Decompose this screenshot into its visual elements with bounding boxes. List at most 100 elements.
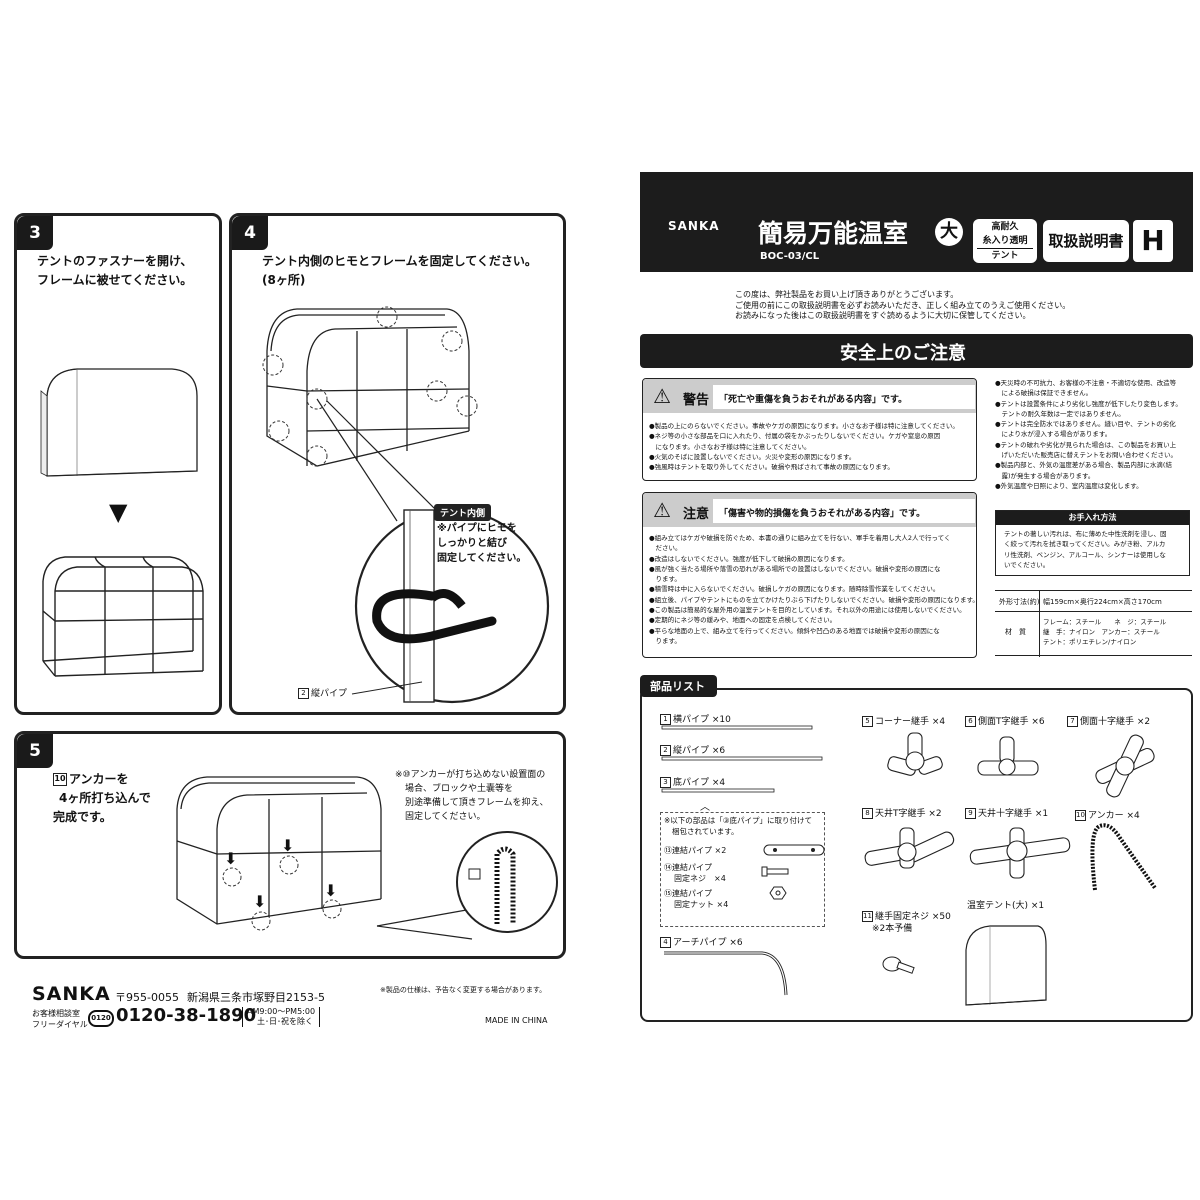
sub-part-15: ⑮連結パイプ 固定ナット ×4 (664, 889, 729, 909)
header-brand: SANKA (668, 219, 720, 233)
spec-change-note: ※製品の仕様は、予告なく変更する場合があります。 (380, 986, 547, 994)
list-item: リ性洗剤、ベンジン、アルコール、シンナーは使用しな (1004, 550, 1166, 559)
svg-text:⬇: ⬇ (224, 849, 237, 868)
pipe-drawings (661, 725, 823, 793)
warning-box: ⚠ 警告 「死亡や重傷を負うおそれがある内容」です。 ●製品の上にのらないでくだ… (642, 378, 977, 481)
list-item: ●製品の上にのらないでください。事故やケガの原因になります。小さなお子様は特に注… (649, 422, 959, 430)
caution-label: 注意 (683, 507, 710, 522)
list-item: テントの著しい汚れは、布に薄めた中性洗剤を浸し、固 (1004, 530, 1167, 538)
model-number: BOC-03/CL (760, 251, 820, 262)
intro-text: この度は、弊社製品をお買い上げ頂きありがとうございます。 ご使用の前にこの取扱説… (735, 290, 1071, 320)
list-item: げいただいた販売店に替えテントをお問い合わせください。 (995, 451, 1178, 460)
svg-text:⬇: ⬇ (281, 836, 294, 855)
svg-text:⬇: ⬇ (324, 881, 337, 900)
list-item: ●改造はしないでください。強度が低下して破損の原因になります。 (649, 554, 849, 563)
care-box: お手入れ方法 テントの著しい汚れは、布に薄めた中性洗剤を浸し、固く絞って汚れを拭… (995, 510, 1190, 576)
spec-mat-values: フレーム：スチール ネ ジ：スチール 継 手：ナイロン アンカー：スチール テン… (1043, 618, 1167, 646)
sub-parts-drawing (761, 844, 825, 900)
step-number: 5 (17, 734, 53, 768)
step4-instruction: テント内側のヒモとフレームを固定してください。 (8ヶ所) (262, 254, 537, 287)
safety-banner (640, 334, 1193, 368)
arch-pipe-drawing (664, 951, 788, 996)
list-item: ●テントは設置条件により劣化し強度が低下したり変色します。 (995, 399, 1182, 408)
step3-panel: 3 テントのファスナーを開け、 フレームに被せてください。 ▼ (14, 213, 222, 715)
caution-desc: 「傷害や物的損傷を負うおそれがある内容」です。 (719, 509, 926, 519)
callout-tag: テント内側 (434, 504, 492, 521)
list-item: になります。小さなお子様は特に注意してください。 (649, 442, 811, 451)
callout-text: ※パイプにヒモを しっかりと結び 固定してください。 (437, 523, 527, 564)
tent-cover-drawing (965, 925, 1047, 1006)
care-text: テントの著しい汚れは、布に薄めた中性洗剤を浸し、固く絞って汚れを拭き取ってくださ… (1004, 529, 1167, 570)
sub-part-13: ⑬連結パイプ ×2 (664, 846, 727, 855)
joint-drawings (887, 732, 1155, 798)
list-item: ●組み立てはケガや破損を防ぐため、本書の通りに組み立てを行ない、軍手を着用し大人… (649, 534, 951, 542)
sub-parts-note: ※以下の部品は「③底パイプ」に取り付けて 梱包されています。 (664, 816, 813, 836)
step-number: 4 (232, 216, 268, 250)
callout-line (326, 400, 443, 517)
list-item: ●外気温度や日照により、室内温度は変化します。 (995, 481, 1143, 490)
tent-cover-illustration (40, 368, 198, 477)
list-item: ●火気のそばに設置しないでください。火災や変形の原因になります。 (649, 452, 856, 461)
list-item: ●組立後、パイプやテントにものを立てかけたりぶら下げたりしないでください。破損や… (649, 595, 979, 604)
freedial-icon: 0120 (88, 1010, 114, 1027)
list-item: ださい。 (649, 544, 682, 553)
care-title: お手入れ方法 (996, 511, 1189, 525)
footer-brand-logo: SANKA (32, 983, 111, 1005)
caution-triangle-icon: ⚠ (653, 498, 671, 522)
hours: AM9:00〜PM5:00 土･日･祝を除く (242, 1007, 321, 1027)
list-item: ●風が強く当たる場所や落雪の恐れがある場所での設置はしないでください。破損や変形… (649, 564, 941, 573)
side-notes: ●天災時の不可抗力、お客様の不注意・不適切な使用、改造等 による破損は保証できま… (995, 378, 1182, 491)
list-item: ●テントの破れや劣化が見られた場合は、この製品をお買い上 (995, 440, 1177, 449)
list-item: により水が浸入する場合があります。 (995, 430, 1112, 439)
feature-badge: 高耐久 糸入り透明 テント (973, 219, 1037, 263)
bracket-icon: ︿ (700, 802, 710, 813)
consult-label: お客様相談室 フリーダイヤル (32, 1009, 88, 1029)
warning-triangle-icon: ⚠ (653, 384, 671, 408)
list-item: による破損は保証できません。 (995, 389, 1093, 398)
manual-label: 取扱説明書 (1043, 220, 1129, 262)
step-number: 3 (17, 216, 53, 250)
product-title: 簡易万能温室 (758, 219, 909, 248)
phone-number: 0120-38-1890 (116, 1005, 257, 1026)
warning-desc: 「死亡や重傷を負うおそれがある内容」です。 (719, 395, 908, 405)
spec-dim-value: 幅159cm×奥行224cm×高さ170cm (1043, 598, 1162, 606)
caution-list: ●組み立てはケガや破損を防ぐため、本書の通りに組み立てを行ない、軍手を着用し大人… (649, 533, 979, 646)
sub-parts-box (660, 812, 825, 927)
list-item: ●積雪時は中に入らないでください。破損しケガの原因になります。随時除雪作業をして… (649, 585, 940, 594)
list-item: ります。 (649, 575, 681, 584)
list-item: ●定期的にネジ等の緩みや、地面への固定を点検してください。 (649, 616, 837, 625)
spec-dim-label: 外形寸法(約) (999, 598, 1040, 606)
list-item: ●平らな地面の上で、組み立てを行ってください。傾斜や凹凸のある地面では破損や変形… (649, 626, 940, 635)
frame-illustration (42, 556, 204, 677)
list-item: ●テントは完全防水ではありません。縫い目や、テントの劣化 (995, 420, 1176, 429)
spec-mat-label: 材 質 (1005, 628, 1026, 636)
spare-note: ※2本予備 (872, 924, 913, 934)
list-item: 露)が発生する場合があります。 (995, 471, 1095, 480)
anchor-detail-illustration (376, 831, 558, 940)
spec-table: 外形寸法(約) 幅159cm×奥行224cm×高さ170cm 材 質 フレーム：… (995, 590, 1192, 657)
step3-instruction: テントのファスナーを開け、 フレームに被せてください。 (37, 254, 193, 287)
step4-panel: 4 テント内側のヒモとフレームを固定してください。 (8ヶ所) テン (229, 213, 566, 715)
parts-title: 部品リスト (640, 675, 717, 697)
completed-greenhouse-illustration: ⬇⬇⬇⬇ (176, 776, 382, 931)
made-in: MADE IN CHINA (485, 1016, 548, 1025)
frame-with-tent-illustration (262, 306, 478, 522)
tent-part: 温室テント(大) ×1 (967, 901, 1045, 911)
safety-title: 安全上のご注意 (840, 343, 966, 364)
manual-letter: H (1133, 220, 1173, 262)
size-badge: 大 (935, 218, 963, 246)
sub-part-14: ⑭連結パイプ 固定ネジ ×4 (664, 863, 726, 883)
list-item: ●強風時はテントを取り外してください。破損や飛ばされて事故の原因になります。 (649, 463, 894, 472)
list-item: ●ネジ等の小さな部品を口に入れたり、付属の袋をかぶったりしないでください。ケガや… (649, 432, 941, 441)
list-item: ●天災時の不可抗力、お客様の不注意・不適切な使用、改造等 (995, 379, 1177, 387)
pipe-label-line (351, 681, 423, 695)
